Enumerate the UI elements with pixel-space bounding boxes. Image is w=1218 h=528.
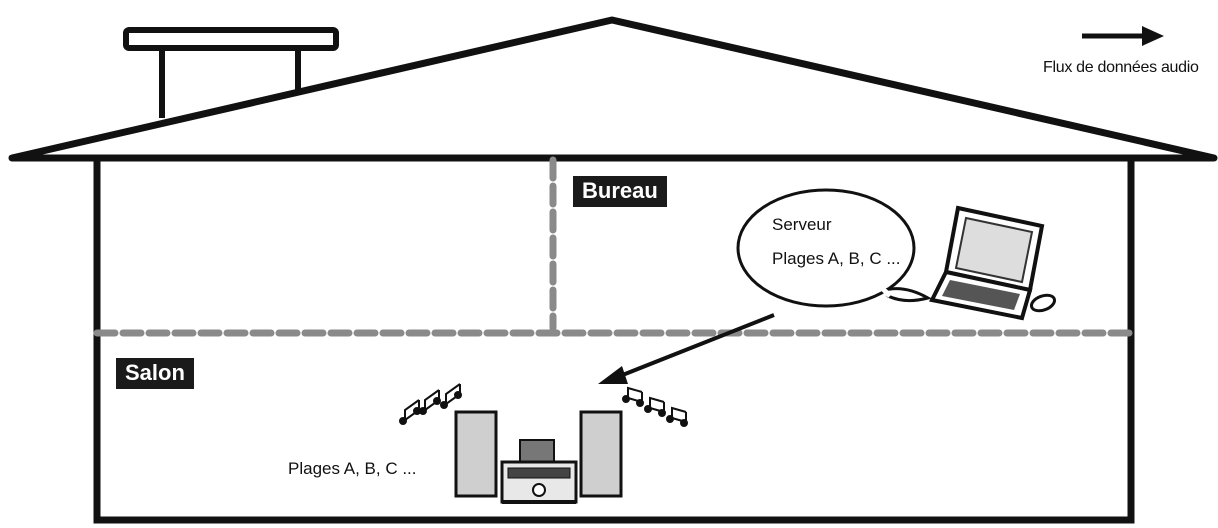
music-notes-icon — [622, 386, 688, 427]
house-walls — [93, 154, 1135, 524]
stereo-system-icon — [454, 410, 623, 504]
music-notes-icon — [399, 383, 462, 425]
server-tracks-label: Plages A, B, C ... — [772, 249, 901, 268]
mouse-icon — [1029, 293, 1057, 313]
server-label: Serveur — [772, 215, 832, 234]
data-flow-arrow — [598, 313, 775, 384]
legend-label: Flux de données audio — [1043, 59, 1199, 76]
speech-bubble — [736, 188, 932, 308]
chimney-icon — [123, 27, 339, 118]
arrow-right-icon — [1082, 26, 1164, 46]
salon-tracks-label: Plages A, B, C ... — [288, 459, 417, 478]
room-label-bureau: Bureau — [573, 176, 667, 207]
room-label-salon: Salon — [116, 358, 194, 389]
laptop-icon — [929, 205, 1045, 321]
